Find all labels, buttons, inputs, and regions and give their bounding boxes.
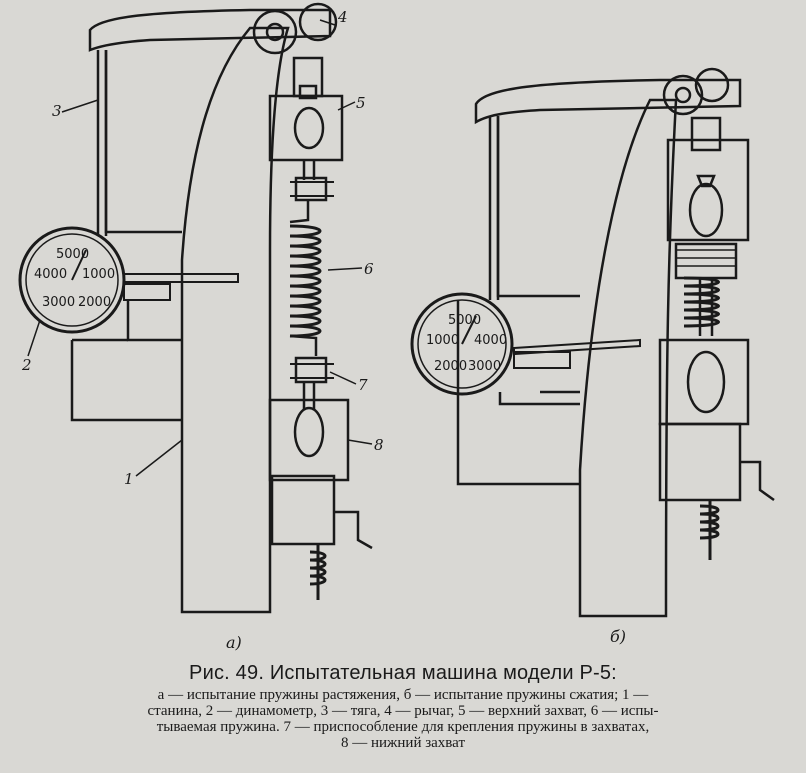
figure-diagram: 3 4 5 6 7 8 1 2 5000 4000 1000 3000 2000… [18,2,775,652]
compression-spring-b [683,276,720,328]
caption-line-1: а — испытание пружины растяжения, б — ис… [157,687,649,703]
label-5: 5 [356,94,366,112]
connector-a [294,356,328,384]
dial-b-right: 4000 [474,333,507,348]
dynamometer-b [410,292,514,396]
dial-b-top: 5000 [448,313,481,328]
caption-title: Рис. 49. Испытательная машина модели Р-5… [189,662,617,684]
label-3: 3 [52,102,62,120]
dial-b-left: 1000 [426,333,459,348]
upper-grip-b [690,116,722,152]
machine-a [18,2,373,614]
dial-a-bottom-right: 2000 [78,295,111,310]
sublabel-b: б) [610,627,626,646]
drive-box-b [658,422,742,502]
pivot-b [662,74,704,116]
machine-b [410,67,775,618]
label-8: 8 [374,436,384,454]
tension-spring-a [289,224,322,338]
caption-line-3: тываемая пружина. 7 — приспособление для… [156,719,650,735]
labels-a: 3 4 5 6 7 8 1 2 5000 4000 1000 3000 2000… [21,8,384,652]
labels-b: 5000 1000 4000 2000 3000 б) [426,313,626,646]
dial-a-right: 1000 [82,267,115,282]
lever-b [474,78,742,125]
label-4: 4 [337,8,348,26]
figure-caption: Рис. 49. Испытательная машина модели Р-5… [0,662,806,751]
caption-line-4: 8 — нижний захват [340,735,466,751]
label-2: 2 [21,356,32,374]
label-6: 6 [364,260,374,278]
dial-b-bottom-right: 3000 [468,359,501,374]
pivot-a [252,9,298,55]
dial-a-left: 4000 [34,267,67,282]
frame-b [578,98,678,618]
drive-box-a [270,474,336,546]
dial-a-bottom-left: 3000 [42,295,75,310]
spring-block-b [674,242,738,280]
sublabel-a: а) [226,633,242,652]
label-7: 7 [358,376,368,394]
upper-grip-a [292,56,324,98]
dial-b-bottom-left: 2000 [434,359,467,374]
caption-body: а — испытание пружины растяжения, б — ис… [0,687,806,751]
lower-grip-a [268,398,350,482]
lever-a [88,8,332,52]
dial-a-top: 5000 [56,247,89,262]
caption-line-2: станина, 2 — динамометр, 3 — тяга, 4 — р… [147,703,659,719]
label-1: 1 [124,470,134,488]
